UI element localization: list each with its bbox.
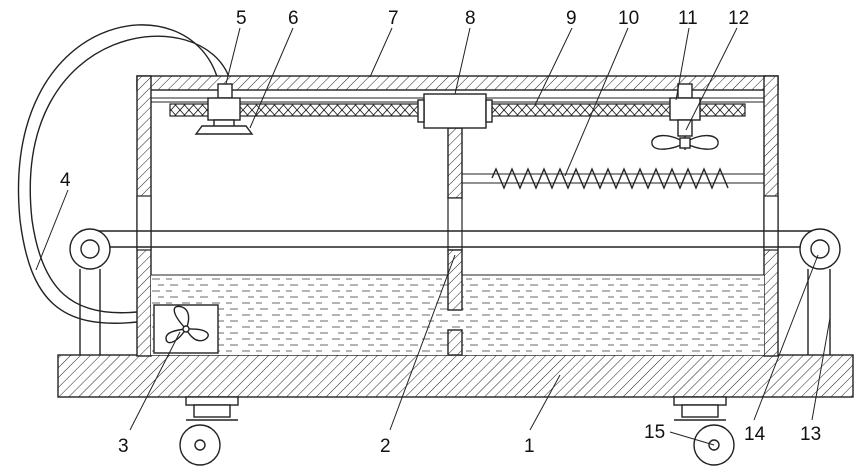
callout-5: 5 [236,8,247,29]
callout-4: 4 [60,170,71,191]
caster-right [674,397,734,465]
callout-13: 13 [800,424,821,445]
fan-slider [652,84,718,150]
callout-2: 2 [380,436,391,457]
callout-10: 10 [618,8,639,29]
base-plate [58,355,853,397]
caster-left [180,397,238,465]
callout-12: 12 [728,8,749,29]
callout-8: 8 [465,8,476,29]
callout-11: 11 [678,8,698,29]
callout-15: 15 [644,422,665,443]
callout-6: 6 [288,8,299,29]
callout-1: 1 [524,436,535,457]
callout-3: 3 [118,436,129,457]
callout-7: 7 [388,8,399,29]
heating-coil [462,169,764,188]
bottom-fan [154,305,218,353]
callout-14: 14 [744,424,766,445]
motor [424,94,486,128]
callout-9: 9 [566,8,577,29]
